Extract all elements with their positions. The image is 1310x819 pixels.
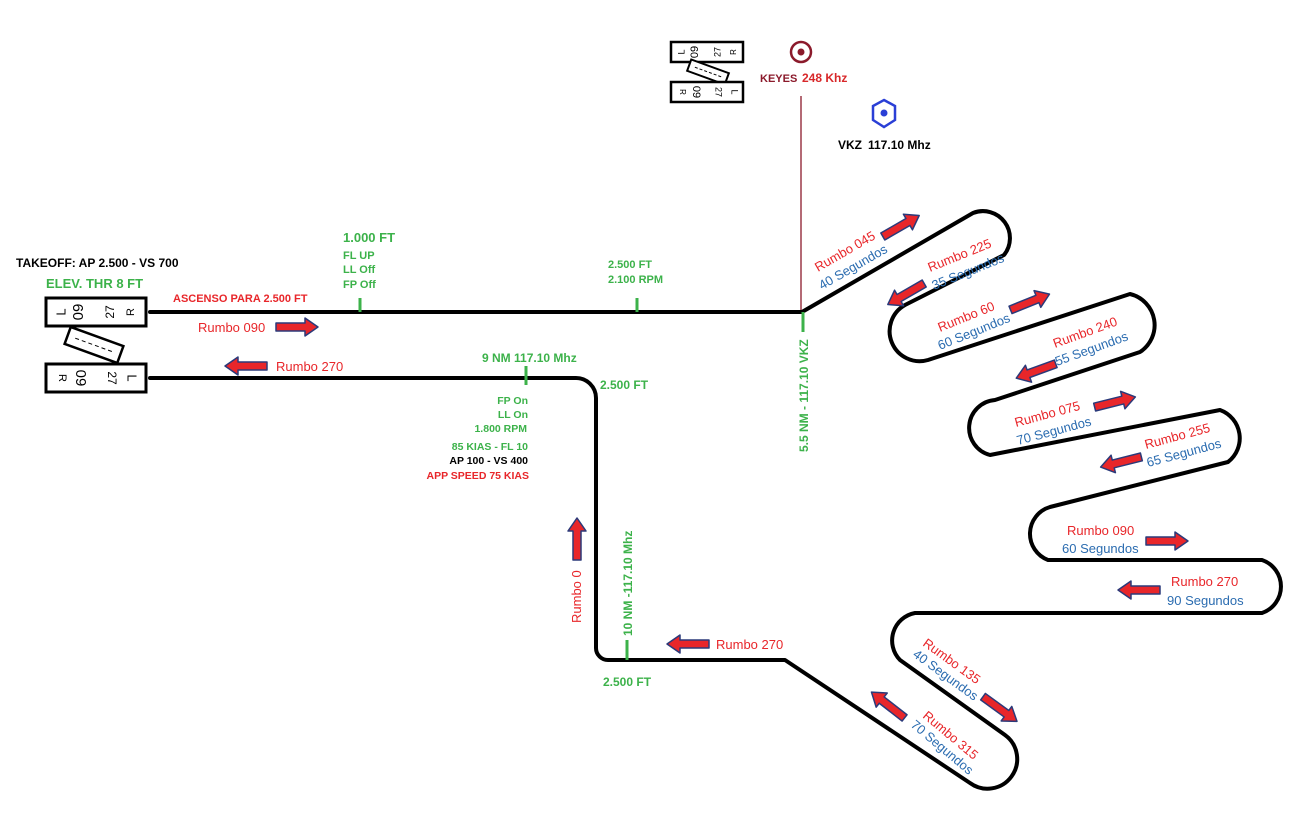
runway-icon-small: L 09 27 R R 09 27 L [669, 40, 745, 104]
runway-bottom-box [44, 362, 148, 394]
direction-arrows [224, 213, 1189, 723]
leg-090-time: 60 Segundos [1062, 541, 1139, 556]
heading-270-final: Rumbo 270 [276, 359, 343, 374]
ndb-name: KEYES [760, 73, 797, 85]
ap-vs-label: AP 100 - VS 400 [449, 455, 528, 467]
runway-top-right: R [125, 308, 137, 316]
arrow-090-out [275, 317, 319, 337]
runway-small-top-right: R [729, 49, 738, 55]
heading-270-bottom: Rumbo 270 [716, 637, 783, 652]
arrow-315 [870, 691, 908, 722]
app-speed-label: APP SPEED 75 KIAS [426, 470, 529, 482]
runway-symbol: L 09 27 R R 09 27 L [44, 296, 148, 394]
holding-zigzag-track [148, 209, 1283, 791]
fp-on-label: FP On [497, 395, 528, 407]
arrow-045 [880, 213, 920, 241]
runway-top-num: 27 [103, 305, 117, 319]
kias-fl-label: 85 KIAS - FL 10 [452, 441, 528, 453]
takeoff-label: TAKEOFF: AP 2.500 - VS 700 [16, 256, 179, 270]
arrow-60 [1008, 289, 1051, 315]
fl-up-label: FL UP [343, 250, 375, 262]
runway-small-bottom-left: R [678, 89, 687, 95]
fp-off-label: FP Off [343, 279, 376, 291]
runway-small-top-left: L [676, 49, 686, 54]
climb-label: ASCENSO PARA 2.500 FT [173, 293, 308, 305]
runway-bottom-mid: 09 [72, 370, 89, 387]
runway-bottom-num: 27 [105, 371, 119, 385]
runway-small-strip [685, 58, 731, 86]
approach-config: FP On LL On 1.800 RPM 85 KIAS - FL 10 AP… [426, 395, 529, 482]
arrow-0-north [567, 517, 587, 561]
leg-090-heading: Rumbo 090 [1067, 523, 1134, 538]
runway-small-top-mid: 09 [689, 46, 701, 58]
runway-bottom-right: L [125, 374, 140, 381]
rpm-1800-label: 1.800 RPM [474, 423, 527, 435]
heading-090-out: Rumbo 090 [198, 320, 265, 335]
fix-10nm-label: 10 NM -117.10 Mhz [621, 531, 635, 636]
rpm-2100-label: 2.100 RPM [608, 274, 663, 286]
arrow-270-bottom [666, 634, 710, 654]
runway-small-bottom-mid: 09 [690, 86, 702, 98]
ndb-frequency: 248 Khz [802, 71, 847, 85]
arrow-270 [1117, 580, 1161, 600]
runway-center-strip [63, 325, 125, 365]
elevation-label: ELEV. THR 8 FT [46, 276, 143, 291]
fix-9nm-label: 9 NM 117.10 Mhz [482, 351, 577, 365]
arrow-270-final [224, 356, 268, 376]
vor-icon [871, 98, 897, 129]
runway-small-bottom-num: 27 [714, 87, 724, 97]
arrow-075 [1092, 390, 1137, 412]
runway-bottom-left: R [56, 374, 68, 382]
fix-ticks [358, 298, 805, 660]
ll-on-label: LL On [498, 409, 528, 421]
arrow-225 [887, 279, 927, 307]
vor-frequency: 117.10 Mhz [868, 138, 931, 152]
arrow-255 [1099, 452, 1144, 474]
fix-1000-label: 1.000 FT [343, 230, 395, 245]
flight-path [148, 209, 1283, 791]
arrow-240 [1015, 359, 1058, 383]
leg-270-time: 90 Segundos [1167, 593, 1244, 608]
heading-0-label: Rumbo 0 [569, 570, 584, 623]
runway-top-left: L [53, 308, 68, 315]
vkz-fix-label: 5.5 NM - 117.10 VKZ [797, 339, 811, 452]
runway-top-mid: 09 [70, 304, 87, 321]
vor-name: VKZ [838, 138, 862, 152]
alt-2500-corner: 2.500 FT [600, 378, 649, 392]
ll-off-label: LL Off [343, 264, 376, 276]
alt-2500-label: 2.500 FT [608, 259, 652, 271]
runway-small-top-box [669, 40, 745, 64]
runway-small-top-num: 27 [712, 47, 722, 57]
runway-top-box [44, 296, 148, 328]
runway-small-bottom-box [669, 80, 745, 104]
leg-270-heading: Rumbo 270 [1171, 574, 1238, 589]
alt-2500-bottom: 2.500 FT [603, 675, 652, 689]
ndb-icon [789, 40, 813, 64]
arrow-090 [1145, 531, 1189, 551]
arrow-135 [979, 692, 1018, 723]
runway-small-bottom-right: L [730, 89, 740, 94]
